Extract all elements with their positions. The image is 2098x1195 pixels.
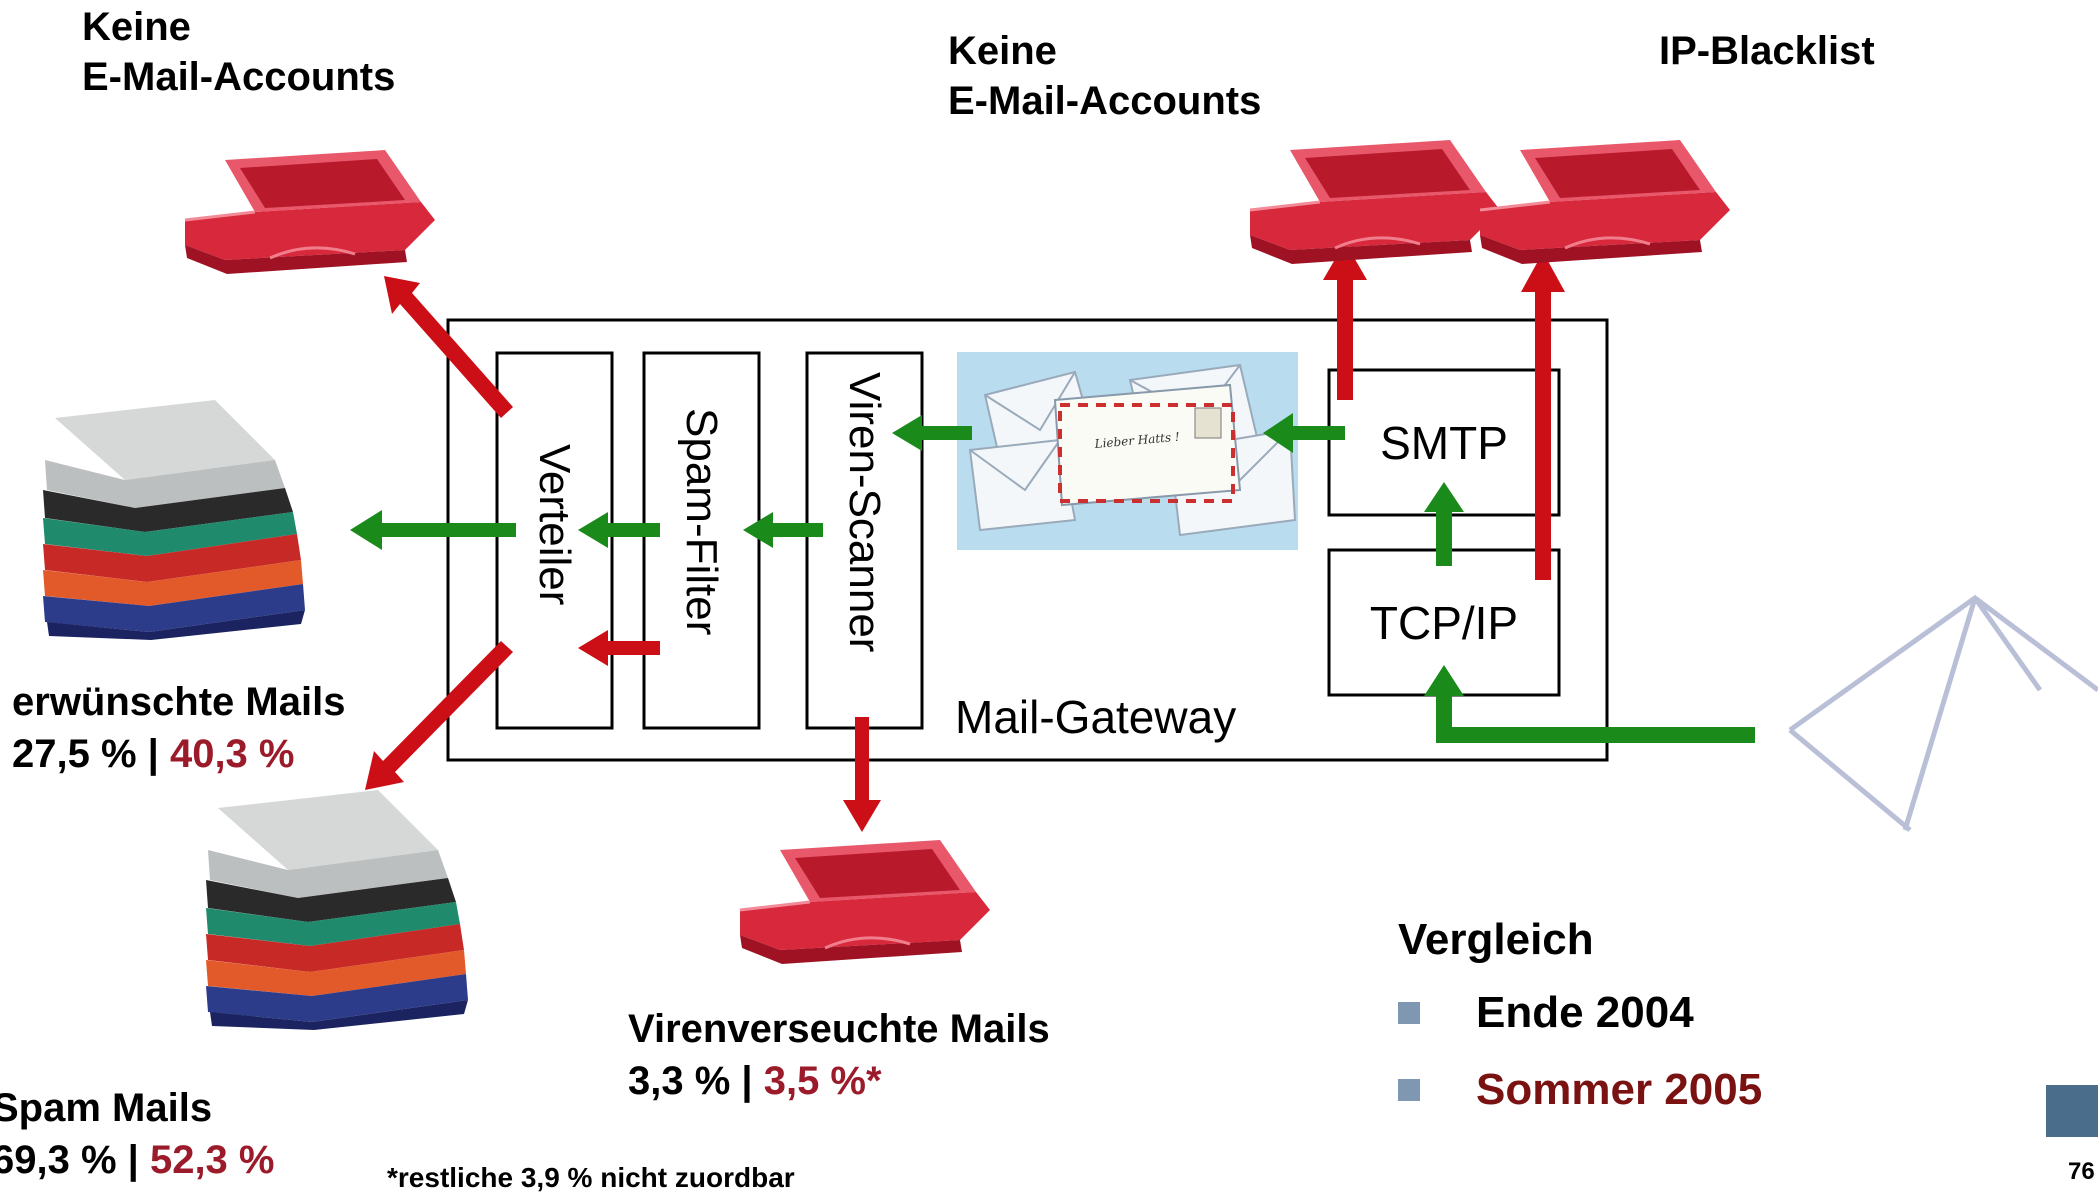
spam-stat-2004: 69,3 % | <box>0 1138 150 1182</box>
legend-bullet-2005 <box>1398 1079 1420 1101</box>
red-arrow-verteiler-spam <box>365 641 513 790</box>
green-arrow-out <box>350 510 516 550</box>
tray-ip-blacklist <box>1478 138 1732 266</box>
green-arrows <box>350 413 1755 743</box>
incoming-envelope-icon <box>1788 594 2098 832</box>
corner-accent <box>2046 1085 2098 1137</box>
wanted-stat-2004: 27,5 % | <box>12 732 170 776</box>
green-arrow-incoming <box>1424 665 1755 743</box>
label-spam-mails-stats: 69,3 % | 52,3 % <box>0 1134 274 1186</box>
green-arrow-scanner-to-spam <box>743 512 823 548</box>
legend-item-2005: Sommer 2005 <box>1398 1065 1762 1115</box>
label-no-accounts-right: Keine E-Mail-Accounts <box>948 26 1261 126</box>
red-arrow-verteiler-no-accounts <box>384 276 513 418</box>
legend-item-2004: Ende 2004 <box>1398 988 1694 1038</box>
label-spam-mails-title: Spam Mails <box>0 1086 213 1130</box>
spam-stat-2005: 52,3 % <box>149 1138 275 1182</box>
tray-no-accounts-right <box>1248 138 1502 266</box>
footnote: *restliche 3,9 % nicht zuordbar <box>387 1162 795 1193</box>
legend-bullet-2004 <box>1398 1002 1420 1024</box>
spam-filter-label: Spam-Filter <box>677 408 726 636</box>
label-no-accounts-left: Keine E-Mail-Accounts <box>82 2 395 102</box>
label-no-accounts-left-line1: Keine <box>82 5 191 49</box>
virus-stat-2005: 3,5 %* <box>763 1059 882 1103</box>
smtp-label: SMTP <box>1380 416 1508 469</box>
label-virus-mails-title: Virenverseuchte Mails <box>628 1007 1050 1051</box>
label-wanted-mails-stats: 27,5 % | 40,3 % <box>12 728 345 780</box>
tcpip-label: TCP/IP <box>1369 596 1519 649</box>
wanted-stat-2005: 40,3 % <box>169 732 295 776</box>
tray-stack-spam <box>206 790 468 1030</box>
red-arrow-spam-to-verteiler <box>578 630 660 666</box>
viren-scanner-label: Viren-Scanner <box>840 372 889 653</box>
letters-image: Lieber Hatts ! <box>957 352 1298 550</box>
red-arrows <box>365 242 1565 832</box>
label-wanted-mails-title: erwünschte Mails <box>12 680 346 724</box>
spam-filter-box <box>642 351 761 730</box>
tray-stack-wanted <box>43 400 305 640</box>
green-arrow-tcpip-to-smtp <box>1424 482 1464 566</box>
gateway-frame <box>446 318 1609 762</box>
virus-stat-2004: 3,3 % | <box>628 1059 764 1103</box>
green-arrow-smtp-to-letters <box>1263 413 1345 453</box>
verteiler-label: Verteiler <box>530 444 579 606</box>
legend-label-2004: Ende 2004 <box>1476 988 1694 1037</box>
label-ip-blacklist: IP-Blacklist <box>1659 29 1875 73</box>
legend-title: Vergleich <box>1398 915 1594 964</box>
viren-scanner-box <box>805 351 924 730</box>
legend-label-2005: Sommer 2005 <box>1476 1065 1763 1114</box>
green-arrow-letters-to-scanner <box>892 415 972 451</box>
tray-virus <box>738 838 992 966</box>
label-no-accounts-left-line2: E-Mail-Accounts <box>82 55 396 99</box>
label-spam-mails: Spam Mails 69,3 % | 52,3 % <box>0 1082 274 1186</box>
gateway-title: Mail-Gateway <box>955 691 1237 743</box>
label-wanted-mails: erwünschte Mails 27,5 % | 40,3 % <box>12 676 345 780</box>
label-virus-mails: Virenverseuchte Mails 3,3 % | 3,5 %* <box>628 1003 1050 1107</box>
green-arrow-spam-to-verteiler <box>578 512 660 548</box>
label-no-accounts-right-line2: E-Mail-Accounts <box>948 79 1262 123</box>
red-arrow-smtp-no-accounts <box>1323 242 1367 400</box>
label-no-accounts-right-line1: Keine <box>948 29 1057 73</box>
verteiler-box <box>495 351 614 730</box>
page-number: 76 <box>2068 1158 2095 1185</box>
label-virus-mails-stats: 3,3 % | 3,5 %* <box>628 1055 1050 1107</box>
red-arrow-scanner-virus <box>843 717 881 832</box>
tray-no-accounts-left <box>183 148 437 276</box>
red-arrow-tcpip-blacklist <box>1521 252 1565 580</box>
